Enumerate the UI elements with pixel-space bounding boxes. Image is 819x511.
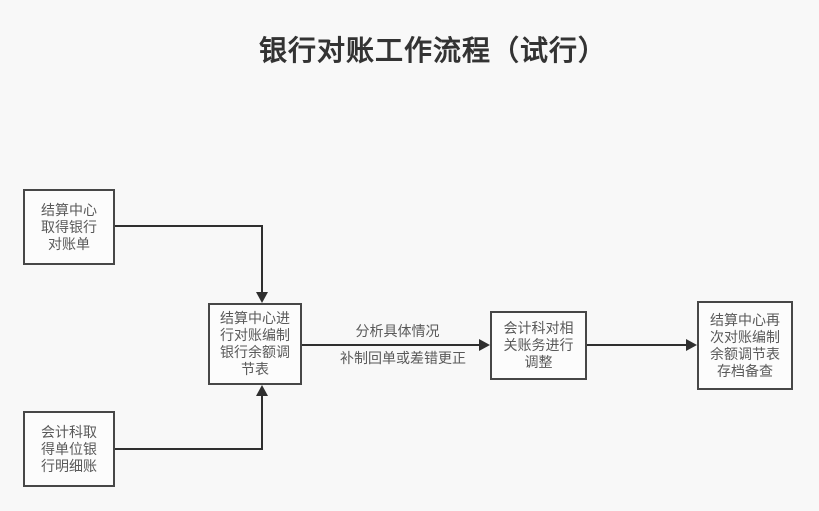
- arrowhead-up-icon: [256, 385, 268, 396]
- connector-prepare-to-adjust: [302, 344, 482, 346]
- flow-node-accounting-obtain-detail-ledger: 会计科取 得单位银 行明细账: [23, 411, 115, 487]
- connector-ledger-horizontal: [115, 448, 263, 450]
- arrowhead-right-icon: [686, 339, 697, 351]
- flow-node-settlement-prepare-adjustment-table: 结算中心进 行对账编制 银行余额调 节表: [208, 303, 302, 385]
- edge-label-analyze: 分析具体情况: [355, 323, 440, 339]
- connector-adjust-to-archive: [587, 344, 689, 346]
- flow-node-settlement-re-reconcile-archive: 结算中心再 次对账编制 余额调节表 存档备查: [697, 301, 793, 390]
- flow-node-accounting-adjust-accounts: 会计科对相 关账务进行 调整: [490, 311, 587, 380]
- flow-node-settlement-obtain-statement: 结算中心 取得银行 对账单: [23, 189, 115, 265]
- edge-label-correct: 补制回单或差错更正: [340, 350, 466, 366]
- page-title: 银行对账工作流程（试行）: [258, 35, 608, 66]
- connector-statement-vertical: [261, 225, 263, 295]
- arrowhead-right-icon: [479, 339, 490, 351]
- connector-ledger-vertical: [261, 394, 263, 450]
- connector-statement-horizontal: [115, 225, 263, 227]
- arrowhead-down-icon: [256, 292, 268, 303]
